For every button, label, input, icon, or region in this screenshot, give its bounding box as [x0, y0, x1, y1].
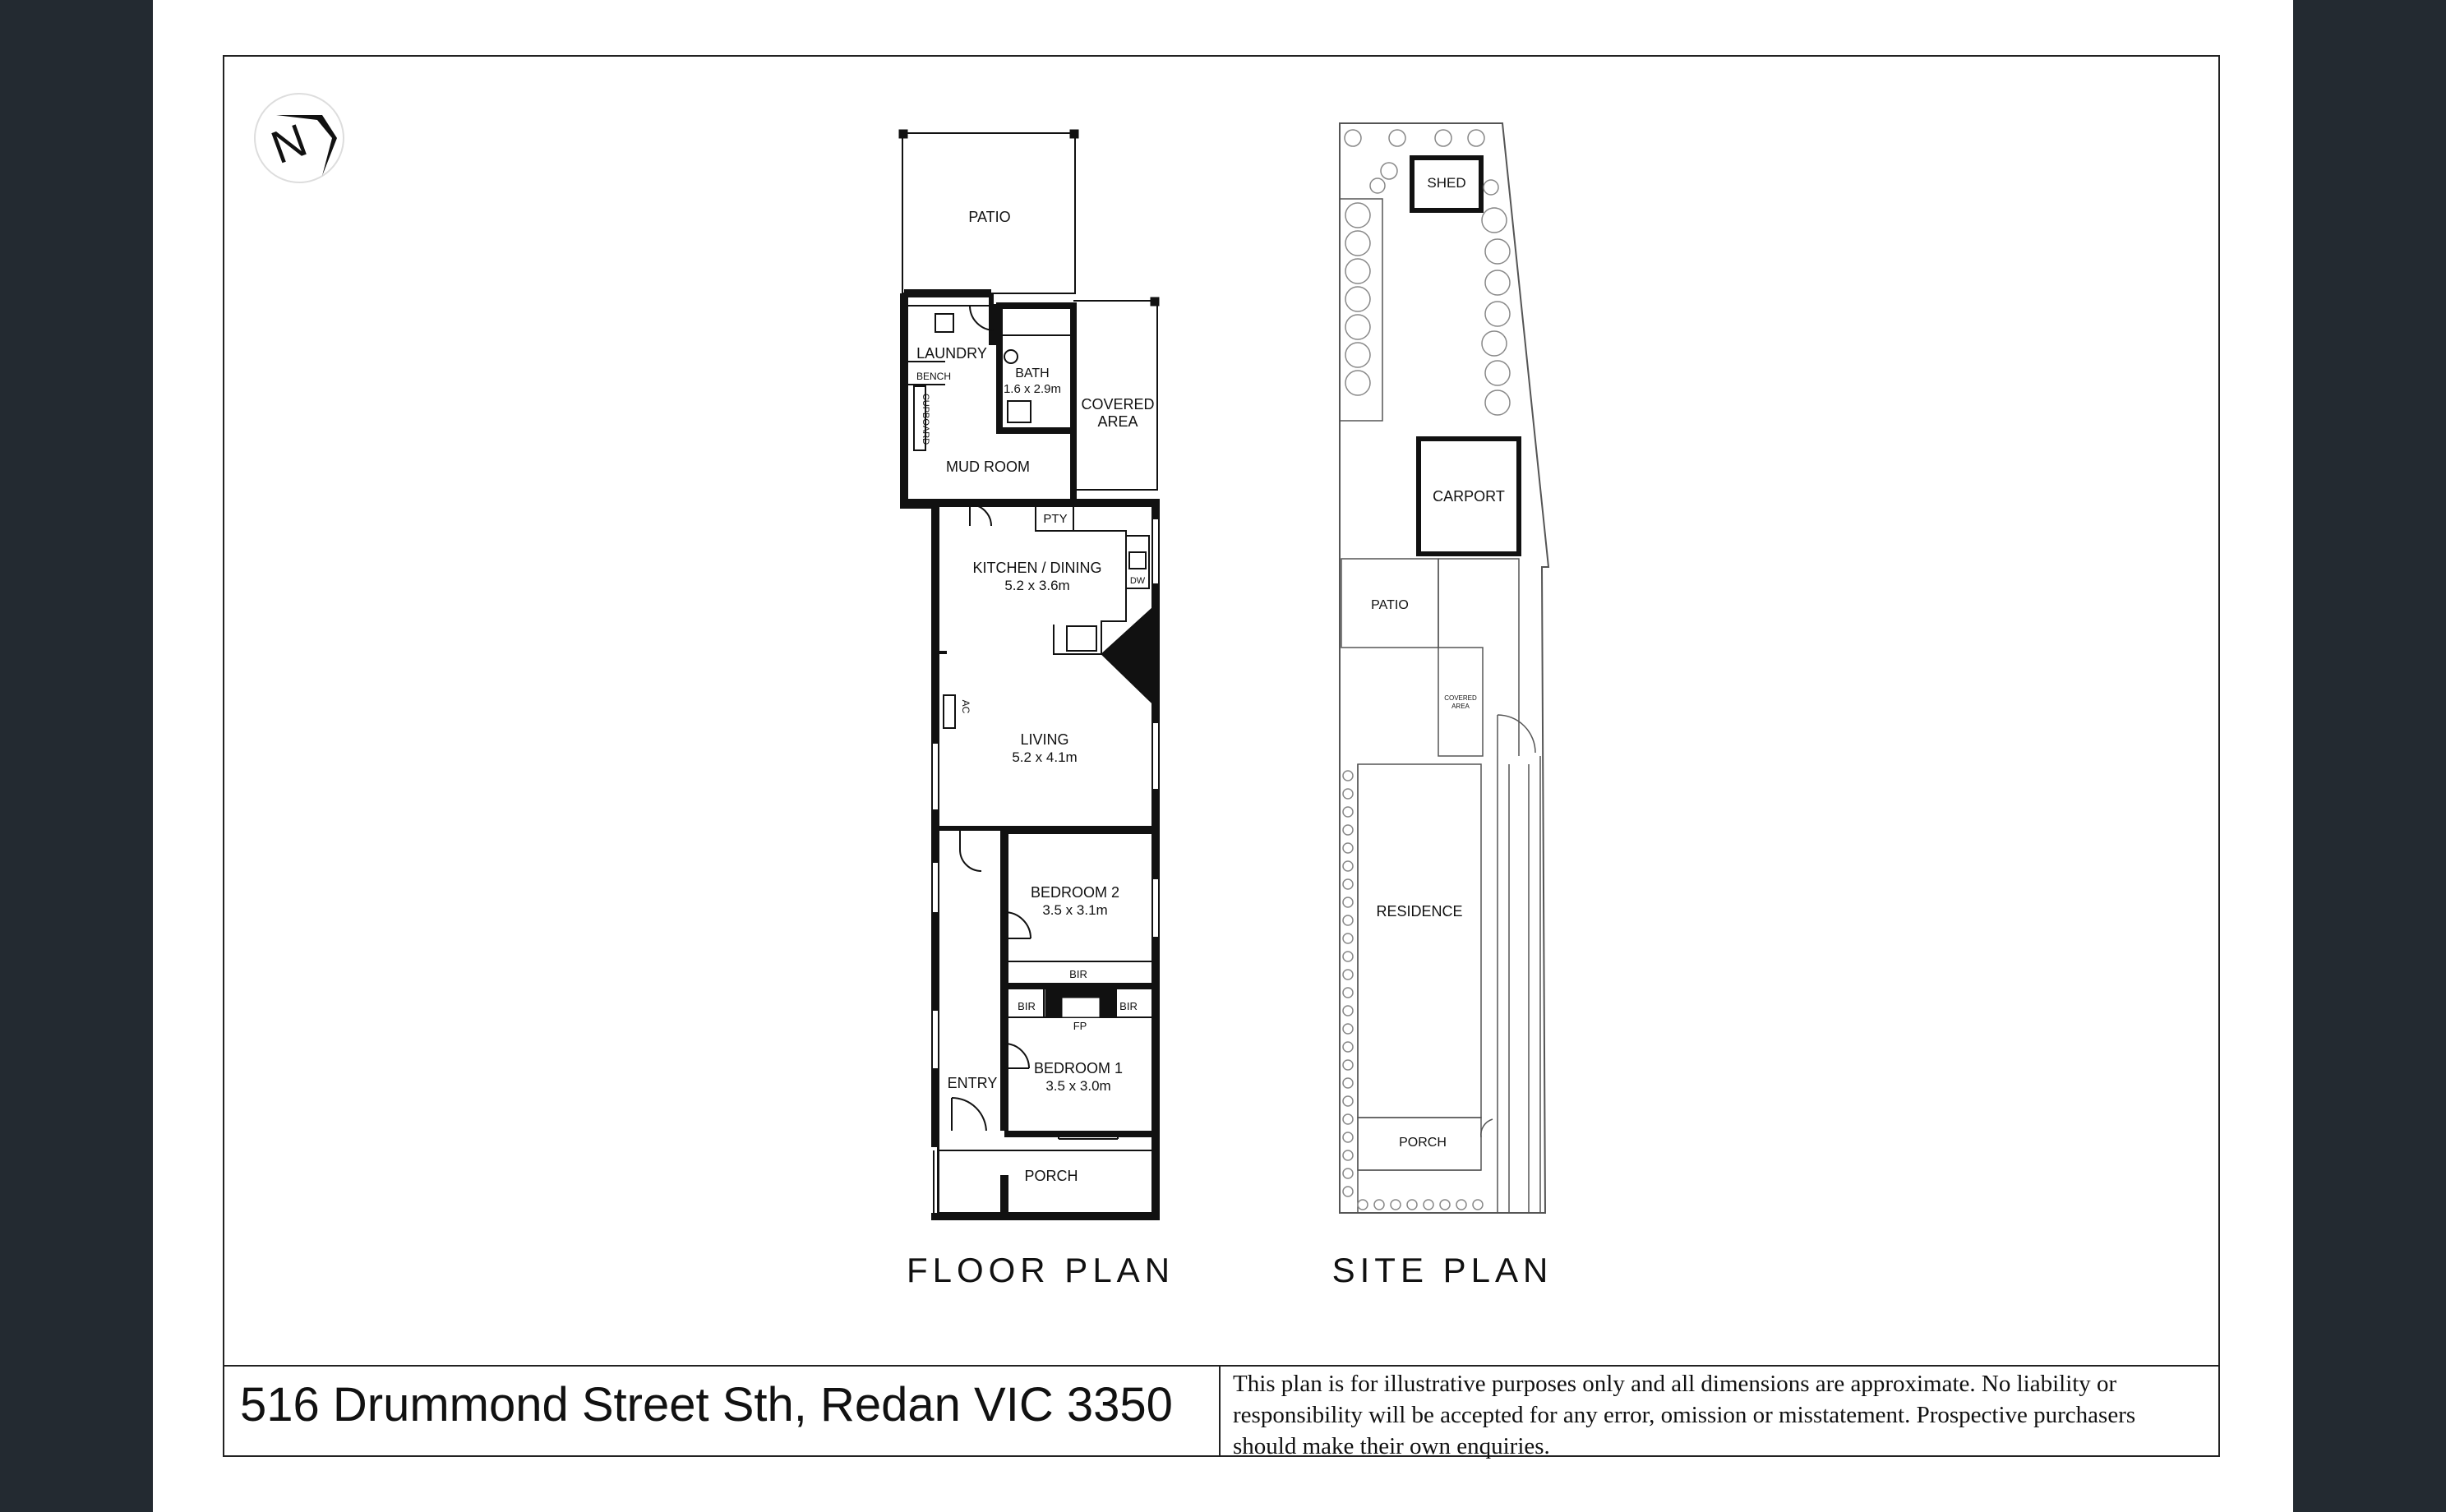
floor-plan	[898, 129, 1160, 1220]
floor-plan-labels: PATIO LAUNDRY BENCH CUPBOARD BATH 1.6 x …	[916, 209, 1155, 1184]
fp-label-living-dim: 5.2 x 4.1m	[1012, 749, 1077, 765]
site-carport	[1416, 436, 1521, 556]
fp-label-bedroom1: BEDROOM 1	[1034, 1060, 1123, 1076]
site-boundary	[1339, 122, 1550, 1214]
fp-label-pty: PTY	[1043, 512, 1067, 526]
site-plan-labels: SHED CARPORT PATIO COVERED AREA RESIDENC…	[1371, 175, 1505, 1150]
fp-label-living: LIVING	[1020, 731, 1068, 748]
fp-label-bedroom2: BEDROOM 2	[1031, 884, 1119, 901]
site-shrubs	[1342, 129, 1511, 1210]
site-residence	[1357, 763, 1482, 1118]
sp-label-patio: PATIO	[1371, 598, 1409, 612]
property-address: 516 Drummond Street Sth, Redan VIC 3350	[240, 1378, 1173, 1431]
north-compass-icon: N	[254, 93, 344, 183]
fp-label-bedroom1-dim: 3.5 x 3.0m	[1045, 1078, 1110, 1094]
fp-main-walls	[931, 499, 1160, 1220]
fp-label-cupboard: CUPBOARD	[921, 394, 930, 445]
fp-label-covered-2: AREA	[1097, 413, 1138, 430]
sheet-border	[223, 55, 2220, 1457]
fp-label-kitchen: KITCHEN / DINING	[972, 560, 1101, 576]
sp-label-covered-1: COVERED	[1444, 694, 1477, 702]
fp-label-porch: PORCH	[1024, 1168, 1078, 1184]
fp-label-fp: FP	[1073, 1020, 1087, 1032]
fp-label-dw: DW	[1130, 576, 1146, 586]
fp-label-bath: BATH	[1015, 366, 1049, 380]
sp-label-carport: CARPORT	[1433, 488, 1505, 505]
site-plan	[1339, 122, 1550, 1214]
fp-label-bir-b: BIR	[1018, 1000, 1036, 1012]
plan-sheet	[153, 0, 2293, 1512]
fp-covered-area	[1073, 300, 1158, 491]
fp-label-bedroom2-dim: 3.5 x 3.1m	[1042, 902, 1107, 918]
fp-label-ac: AC	[960, 700, 971, 714]
fp-label-bath-dim: 1.6 x 2.9m	[1004, 382, 1061, 396]
disclaimer-text: This plan is for illustrative purposes o…	[1233, 1371, 2136, 1459]
fp-label-bir-c: BIR	[1119, 1000, 1138, 1012]
sp-label-porch: PORCH	[1399, 1136, 1447, 1150]
fp-label-laundry: LAUNDRY	[916, 345, 987, 362]
fp-label-mud-room: MUD ROOM	[946, 459, 1030, 475]
fp-label-bench: BENCH	[916, 371, 951, 382]
fp-label-covered-1: COVERED	[1081, 396, 1154, 413]
fp-label-patio: PATIO	[968, 209, 1010, 225]
sp-label-covered-2: AREA	[1451, 703, 1470, 710]
floor-plan-title: FLOOR PLAN	[907, 1251, 1175, 1289]
fp-label-entry: ENTRY	[948, 1075, 998, 1091]
sp-label-residence: RESIDENCE	[1376, 903, 1462, 920]
site-shed	[1410, 155, 1484, 213]
site-plan-title: SITE PLAN	[1332, 1251, 1553, 1289]
fp-label-kitchen-dim: 5.2 x 3.6m	[1004, 578, 1069, 593]
fp-label-bir-a: BIR	[1069, 968, 1087, 980]
sp-label-shed: SHED	[1427, 175, 1465, 191]
